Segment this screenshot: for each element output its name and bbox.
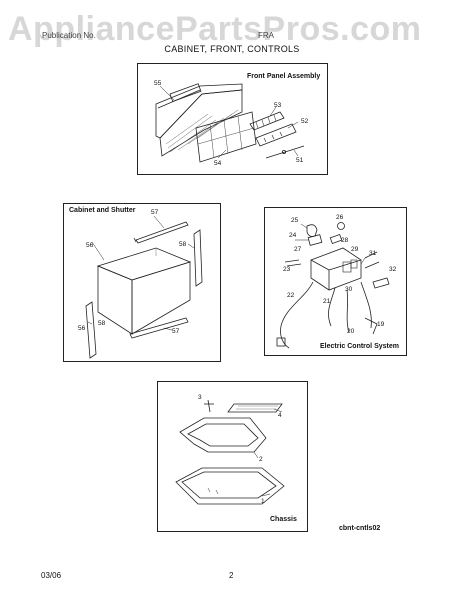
publication-label: Publication No. xyxy=(42,31,96,40)
control-cover-part xyxy=(249,111,285,131)
callout-26: 26 xyxy=(336,214,344,221)
electric-title: Electric Control System xyxy=(320,343,399,350)
left-rail-part xyxy=(85,301,97,359)
screw-part xyxy=(207,399,211,413)
callout-53: 53 xyxy=(274,102,282,109)
callout-19: 19 xyxy=(377,321,385,328)
callout-30: 30 xyxy=(345,286,353,293)
switch-part xyxy=(372,277,390,289)
cabinet-title: Cabinet and Shutter xyxy=(69,207,136,214)
callout-27: 27 xyxy=(294,246,302,253)
electric-drawing xyxy=(276,222,390,349)
foam-strip-part xyxy=(227,403,283,413)
right-rail-part xyxy=(193,229,203,287)
cabinet-and-shutter-diagram: Cabinet and Shutter 57 56 58 58 56 57 xyxy=(63,203,221,362)
knob-plate-part xyxy=(255,123,297,147)
callout-24: 24 xyxy=(289,232,297,239)
callout-20: 20 xyxy=(347,328,355,335)
chassis-diagram: 3 4 2 1 Chassis xyxy=(157,381,308,532)
callout-55: 55 xyxy=(154,80,162,87)
callout-22: 22 xyxy=(287,292,295,299)
callout-57-top: 57 xyxy=(151,209,159,216)
callout-23: 23 xyxy=(283,266,291,273)
capacitor-part xyxy=(306,224,318,237)
front-panel-title: Front Panel Assembly xyxy=(247,73,321,80)
callout-57-bottom: 57 xyxy=(172,328,180,335)
top-shutter-part xyxy=(135,221,189,244)
page-number: 2 xyxy=(229,571,234,580)
callout-1: 1 xyxy=(261,498,265,505)
callout-3: 3 xyxy=(198,394,202,401)
callout-52: 52 xyxy=(301,118,309,125)
callout-31: 31 xyxy=(369,250,377,257)
callout-58-right: 58 xyxy=(179,241,187,248)
top-plate-part xyxy=(179,417,267,453)
callout-25: 25 xyxy=(291,217,299,224)
callout-56: 56 xyxy=(86,242,94,249)
callout-29: 29 xyxy=(351,246,359,253)
watermark: AppliancePartsPros.com xyxy=(8,10,422,48)
electric-control-system-diagram: 25 26 24 28 27 29 23 31 32 30 22 21 20 1… xyxy=(264,207,407,356)
chassis-drawing xyxy=(175,399,285,505)
callout-28: 28 xyxy=(341,237,349,244)
model-label: FRA xyxy=(258,31,274,40)
knob-part xyxy=(337,222,345,230)
callout-32: 32 xyxy=(389,266,397,273)
filter-part xyxy=(195,111,257,163)
chassis-title: Chassis xyxy=(270,516,297,523)
front-panel-drawing xyxy=(155,83,305,163)
front-panel-assembly-diagram: Front Panel Assembly 55 53 52 54 51 xyxy=(137,63,328,175)
cabinet-part xyxy=(96,247,192,281)
callout-51: 51 xyxy=(296,157,304,164)
rod-part xyxy=(265,145,305,159)
bottom-shutter-part xyxy=(129,317,189,339)
callout-54: 54 xyxy=(214,160,222,167)
control-box-part xyxy=(310,247,362,291)
power-cord-part xyxy=(280,281,314,349)
callout-58-left: 58 xyxy=(98,320,106,327)
callout-21: 21 xyxy=(323,298,331,305)
callout-2: 2 xyxy=(259,456,263,463)
callout-56-lower: 56 xyxy=(78,325,86,332)
diagram-code: cbnt-cntls02 xyxy=(339,525,381,532)
page-title: CABINET, FRONT, CONTROLS xyxy=(164,44,300,54)
base-pan-part xyxy=(175,467,285,505)
relay-part xyxy=(307,234,323,246)
cabinet-drawing xyxy=(85,215,203,359)
footer-date: 03/06 xyxy=(41,571,62,580)
callout-4: 4 xyxy=(278,412,282,419)
